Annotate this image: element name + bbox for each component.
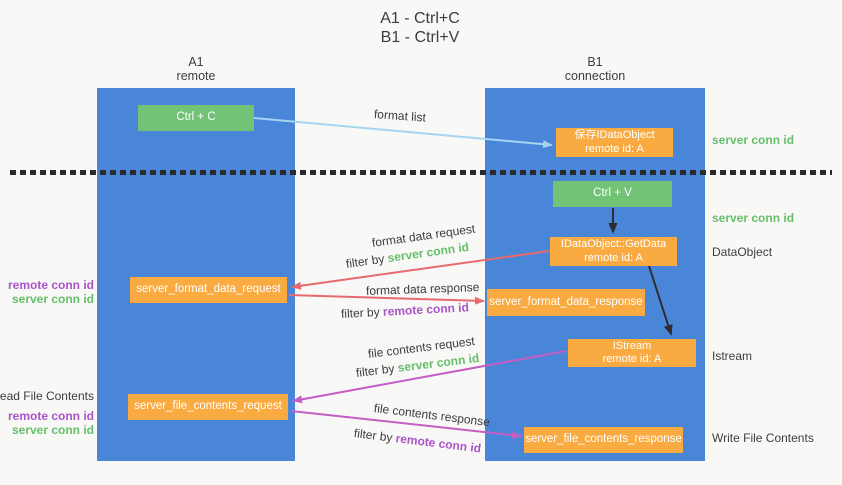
- save-idataobject-title: 保存IDataObject: [574, 129, 655, 141]
- lane-a1-name: A1: [188, 55, 204, 69]
- server-conn-id-label-left-1: server conn id: [11, 292, 94, 306]
- lane-b1-name: B1: [587, 55, 603, 69]
- diagram-title: A1 - Ctrl+C B1 - Ctrl+V: [320, 9, 520, 47]
- ctrl-c-box: Ctrl + C: [138, 105, 254, 131]
- server-file-contents-request-label: server_file_contents_request: [134, 400, 282, 413]
- format-data-response-label: format data response: [365, 280, 480, 298]
- istream-title: IStream: [612, 339, 652, 352]
- save-idataobject-box: 保存IDataObject remote id: A: [556, 128, 673, 157]
- server-format-data-response-label: server_format_data_response: [489, 295, 643, 308]
- format-list-label: format list: [373, 107, 427, 125]
- server-format-data-request-label: server_format_data_request: [136, 283, 281, 296]
- dataobject-label: DataObject: [712, 245, 773, 259]
- write-file-contents-label: Write File Contents: [712, 431, 814, 445]
- remote-conn-id-text: remote conn id: [382, 300, 470, 319]
- ctrl-v-box: Ctrl + V: [553, 181, 672, 207]
- istream-label: Istream: [712, 349, 753, 363]
- filter-by-remote-conn-id-label-2: filter by remote conn id: [353, 426, 482, 455]
- istream-subtitle: remote id: A: [602, 353, 662, 365]
- idataobject-getdata-box: IDataObject::GetData remote id: A: [550, 237, 677, 266]
- getdata-title: IDataObject::GetData: [560, 238, 667, 250]
- filter-by-text: filter by: [340, 304, 384, 321]
- filter-by-remote-conn-id-label-1: filter by remote conn id: [341, 300, 470, 321]
- server-format-data-response-box: server_format_data_response: [487, 289, 645, 316]
- istream-box: IStream remote id: A: [568, 339, 696, 367]
- lane-header-b1: B1 connection: [485, 55, 705, 83]
- remote-conn-id-label-left-2: remote conn id: [7, 409, 94, 423]
- read-file-contents-label: Read File Contents: [0, 389, 94, 403]
- server-file-contents-response-label: server_file_contents_response: [525, 433, 682, 446]
- filter-by-text: filter by: [355, 360, 399, 380]
- server-conn-id-label-right-1: server conn id: [712, 133, 795, 147]
- save-idataobject-subtitle: remote id: A: [585, 142, 644, 155]
- server-file-contents-request-box: server_file_contents_request: [128, 394, 288, 420]
- lane-a1-role: remote: [176, 69, 216, 83]
- title-line-1: A1 - Ctrl+C: [380, 10, 460, 27]
- title-line-2: B1 - Ctrl+V: [380, 29, 460, 46]
- lane-header-a1: A1 remote: [97, 55, 295, 83]
- remote-conn-id-text: remote conn id: [394, 431, 482, 456]
- server-conn-id-label-left-2: server conn id: [11, 423, 94, 437]
- file-contents-response-label: file contents response: [373, 401, 491, 430]
- remote-conn-id-label-left-1: remote conn id: [7, 278, 94, 292]
- server-format-data-request-box: server_format_data_request: [130, 277, 287, 303]
- filter-by-text: filter by: [353, 426, 397, 446]
- getdata-subtitle: remote id: A: [584, 251, 643, 264]
- lane-b1-role: connection: [564, 69, 626, 83]
- server-file-contents-response-box: server_file_contents_response: [524, 427, 683, 453]
- filter-by-text: filter by: [345, 251, 389, 271]
- server-conn-id-label-right-2: server conn id: [712, 211, 795, 225]
- session-divider-dotted-line: [10, 170, 832, 175]
- ctrl-v-label: Ctrl + V: [593, 187, 632, 200]
- ctrl-c-label: Ctrl + C: [176, 111, 216, 124]
